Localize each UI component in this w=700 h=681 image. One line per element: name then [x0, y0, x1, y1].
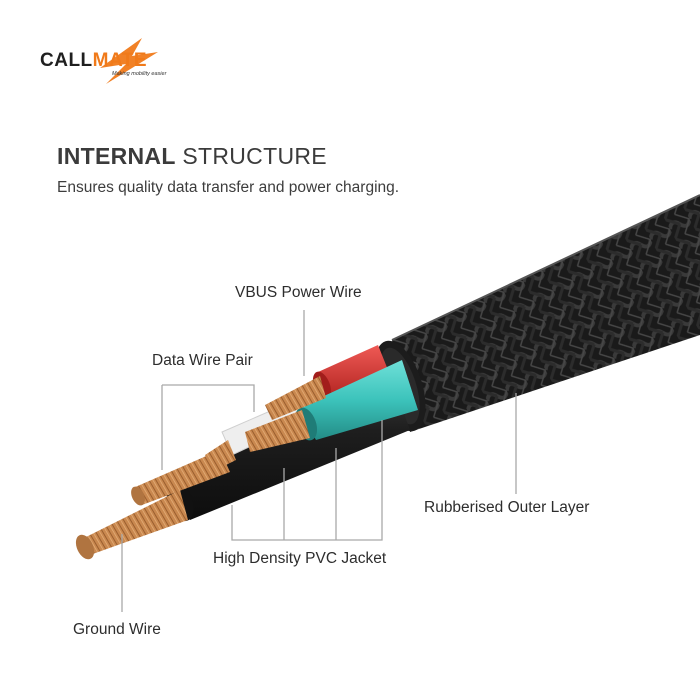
- page-title-bold: INTERNAL: [57, 143, 176, 169]
- leader-lines: [121, 310, 517, 612]
- page-title: INTERNAL STRUCTURE: [57, 143, 327, 170]
- leader-pvc: [231, 420, 383, 541]
- label-pvc-jacket: High Density PVC Jacket: [213, 550, 387, 567]
- brand-logo: CALLMATE Making mobility easier: [40, 38, 240, 86]
- page-title-regular: STRUCTURE: [182, 143, 327, 169]
- brand-tagline: Making mobility easier: [112, 71, 167, 77]
- leader-data-pair: [161, 384, 255, 470]
- brand-name: CALLMATE: [40, 50, 147, 72]
- brand-name-part2: MATE: [92, 50, 148, 71]
- label-ground-wire: Ground Wire: [73, 621, 161, 638]
- label-data-wire-pair: Data Wire Pair: [152, 352, 253, 369]
- label-rubberised-outer-layer: Rubberised Outer Layer: [424, 499, 590, 516]
- copper-strands: [75, 376, 326, 560]
- brand-name-part1: CALL: [40, 50, 93, 71]
- page-subtitle: Ensures quality data transfer and power …: [57, 179, 400, 196]
- label-vbus-power-wire: VBUS Power Wire: [235, 284, 362, 301]
- lightning-bolt-icon: [100, 38, 158, 84]
